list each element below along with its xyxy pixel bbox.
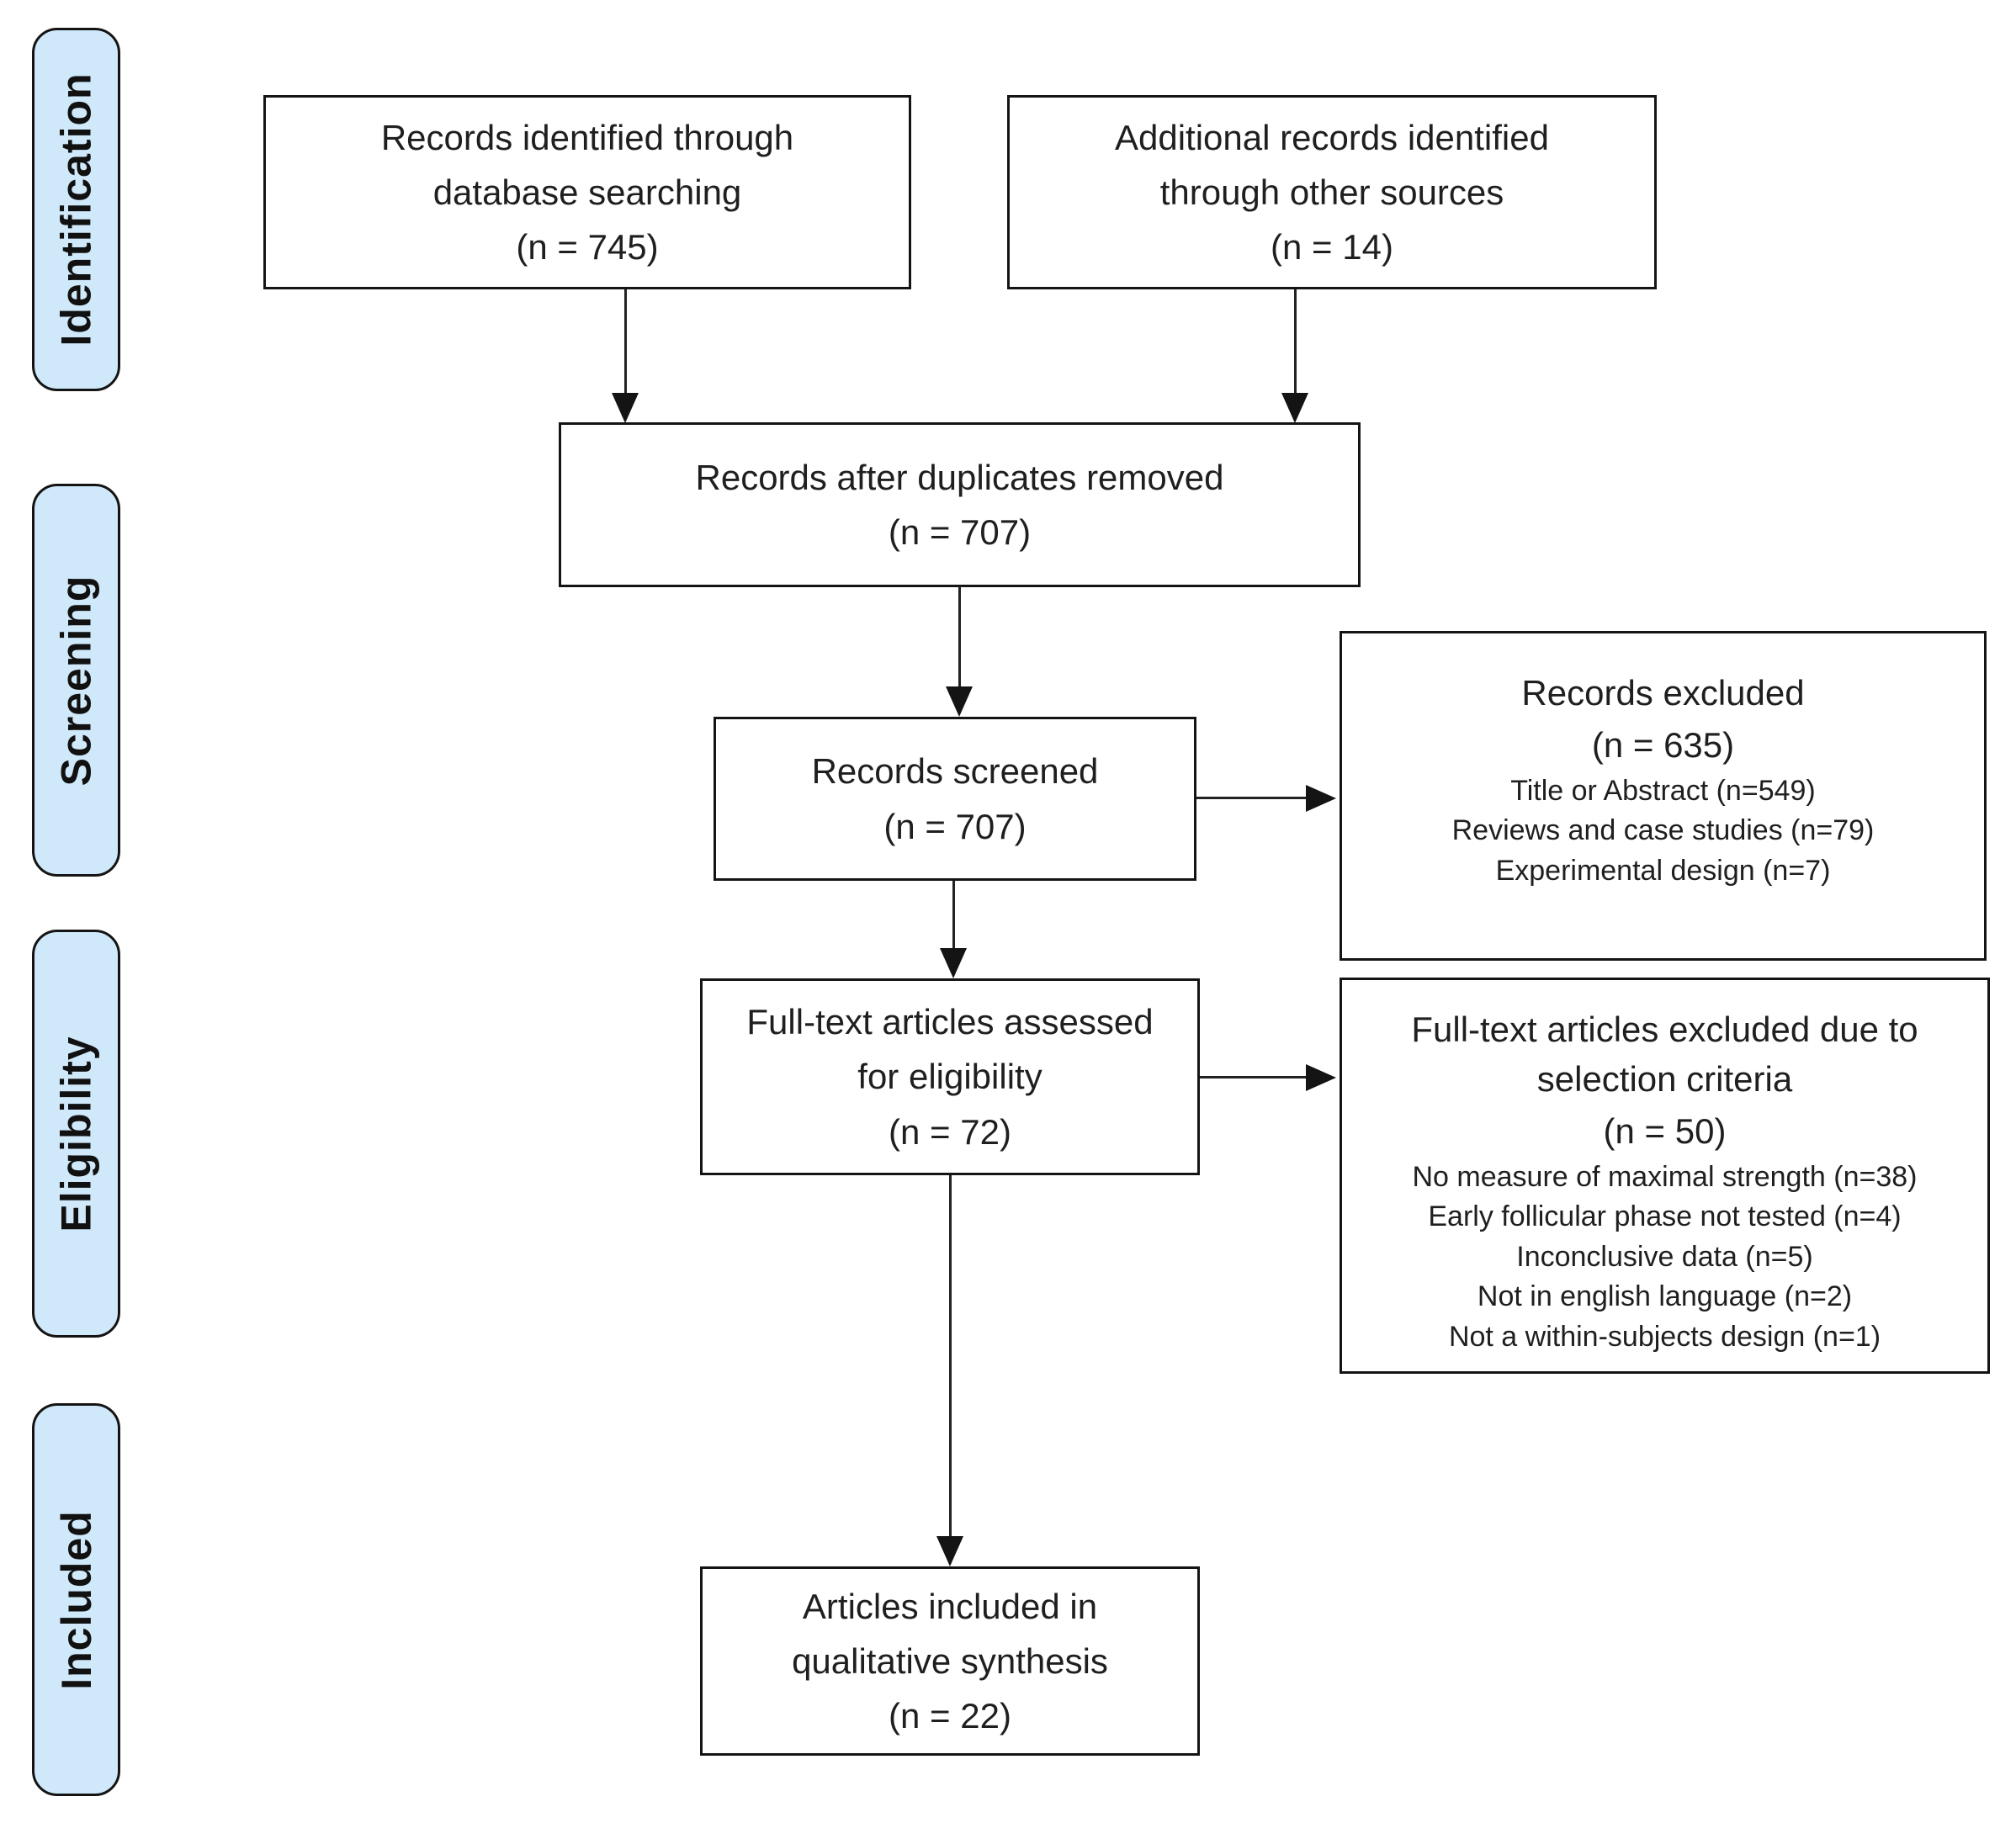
stage-label-text: Eligibility [52,1035,100,1232]
stage-label-identification: Identification [32,28,120,391]
box-records-screened: Records screened (n = 707) [714,717,1196,881]
box-fulltext-articles-assessed: Full-text articles assessed for eligibil… [700,978,1200,1175]
exclusion-reason: Inconclusive data (n=5) [1516,1240,1813,1273]
exclusion-reason: Early follicular phase not tested (n=4) [1428,1200,1902,1233]
box-text: Additional records identified through ot… [1115,117,1549,268]
exclusion-reason: Title or Abstract (n=549) [1510,774,1816,807]
arrow-additional-to-duplicates-line [1294,289,1297,395]
box-additional-records: Additional records identified through ot… [1007,95,1657,289]
arrow-identified-to-duplicates-head [612,393,639,423]
box-count: (n = 635) [1591,724,1735,765]
box-records-after-duplicates-removed: Records after duplicates removed (n = 70… [559,422,1361,587]
arrow-additional-to-duplicates-head [1281,393,1308,423]
box-text: Records identified through database sear… [380,117,794,268]
arrow-fulltext-to-included-line [949,1175,952,1538]
arrow-duplicates-to-screened-head [946,686,973,717]
box-fulltext-articles-excluded: Full-text articles excluded due to selec… [1340,978,1990,1374]
exclusion-reason: Not a within-subjects design (n=1) [1448,1320,1881,1353]
box-articles-included: Articles included in qualitative synthes… [700,1566,1200,1756]
arrow-screened-to-fulltext-line [952,881,955,950]
box-title: Records excluded [1521,673,1805,713]
arrow-screened-to-excluded-head [1306,785,1336,812]
stage-label-screening: Screening [32,484,120,877]
box-records-identified: Records identified through database sear… [263,95,911,289]
arrow-fulltext-to-excluded-line [1200,1076,1308,1078]
arrow-duplicates-to-screened-line [958,586,961,688]
exclusion-reason: Not in english language (n=2) [1477,1280,1853,1313]
box-text: Records after duplicates removed (n = 70… [695,457,1224,552]
stage-label-text: Included [52,1509,100,1690]
arrow-identified-to-duplicates-line [624,289,627,395]
exclusion-reason: No measure of maximal strength (n=38) [1412,1160,1918,1193]
exclusion-reason: Experimental design (n=7) [1495,854,1831,887]
box-text: Articles included in qualitative synthes… [792,1586,1108,1736]
box-records-excluded: Records excluded (n = 635) Title or Abst… [1340,631,1987,961]
stage-label-eligibility: Eligibility [32,930,120,1338]
arrow-fulltext-to-included-head [936,1536,963,1566]
box-count: (n = 50) [1603,1110,1727,1151]
box-text: Full-text articles assessed for eligibil… [746,1002,1154,1152]
stage-label-text: Screening [52,575,100,786]
arrow-screened-to-fulltext-head [940,948,967,978]
box-text: Records screened (n = 707) [811,751,1099,846]
arrow-fulltext-to-excluded-head [1306,1064,1336,1091]
box-title: Full-text articles excluded due to selec… [1411,1010,1918,1099]
arrow-screened-to-excluded-line [1196,797,1308,799]
stage-label-text: Identification [52,72,100,347]
exclusion-reason: Reviews and case studies (n=79) [1451,814,1875,847]
stage-label-included: Included [32,1403,120,1796]
